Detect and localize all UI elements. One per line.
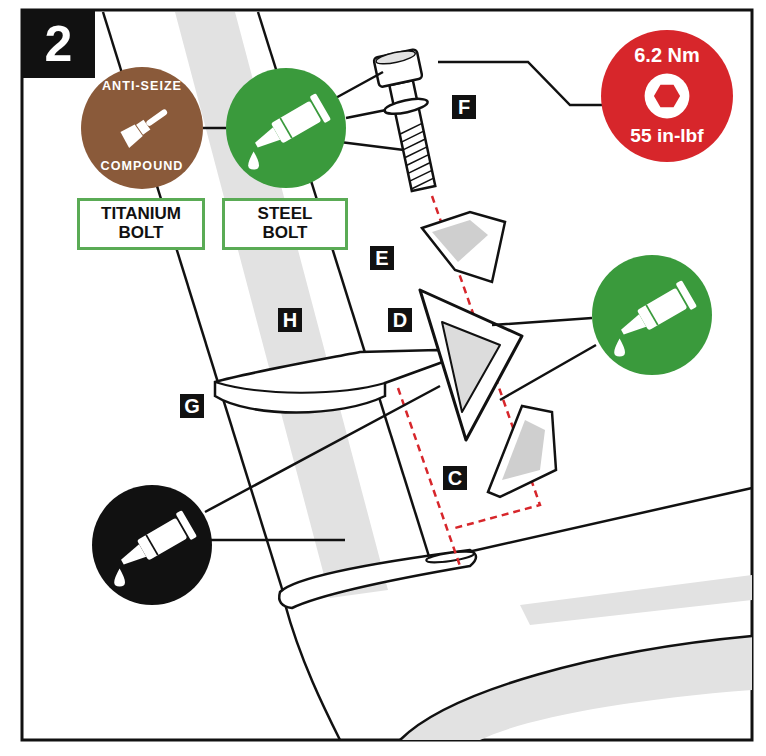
bolt: [373, 48, 445, 193]
node-text: 55 in-lbf: [630, 125, 703, 146]
assembly-line: [398, 196, 540, 566]
leader-line: [492, 318, 596, 400]
top-tube-edge: [468, 488, 752, 552]
circle-fill: [81, 67, 203, 189]
grease-circle: [92, 485, 212, 605]
part-letter: G: [180, 394, 204, 418]
bolt-type-box: STEEL BOLT: [222, 198, 348, 250]
chainstay-edge: [400, 636, 752, 740]
bolt-shaft: [389, 80, 435, 191]
part-letter: C: [443, 466, 467, 490]
node-text: 2: [45, 19, 73, 69]
seat-tube-collar: [279, 550, 476, 608]
node-text: 6.2 Nm: [634, 44, 700, 66]
leader-line: [205, 386, 440, 540]
glue-circle: [592, 255, 712, 375]
glue-icon: [248, 93, 331, 169]
part-letter: H: [278, 308, 302, 332]
node-text: TITANIUM BOLT: [88, 205, 194, 242]
bolt-thread: [399, 123, 435, 189]
wedge-bottom: [488, 406, 556, 497]
glue-icon: [614, 280, 697, 356]
node-text: ANTI-SEIZE: [102, 80, 182, 94]
circle-fill: [601, 30, 733, 162]
clamp-face: [215, 382, 385, 393]
part-letter: D: [388, 308, 412, 332]
wedge-middle-hole: [442, 322, 500, 412]
step-number-box: 2: [22, 10, 95, 78]
wedge-bottom-shade: [502, 420, 545, 480]
icon: [119, 103, 172, 148]
wedge-middle: [420, 290, 522, 440]
chainstay-shade: [400, 636, 752, 740]
top-tube-shade: [520, 575, 752, 625]
bolt-type-box: TITANIUM BOLT: [77, 198, 205, 250]
clamp-ring: [215, 350, 446, 413]
torque-circle: 6.2 Nm 55 in-lbf: [601, 30, 733, 162]
icon: [645, 74, 690, 119]
glue-icon: [114, 510, 197, 586]
part-letter: E: [370, 246, 394, 270]
anti-seize-circle: ANTI-SEIZE COMPOUND: [81, 67, 203, 189]
frame-border: [22, 10, 752, 740]
bolt-head: [373, 49, 422, 87]
leader-line: [203, 127, 226, 130]
node-text: COMPOUND: [101, 160, 184, 174]
collar-slot: [426, 550, 475, 565]
part-letter: F: [452, 95, 476, 119]
node-text: STEEL BOLT: [233, 205, 337, 242]
seat-tube-edge: [285, 604, 340, 740]
wedge-top: [422, 212, 505, 282]
bolt-socket: [375, 48, 416, 66]
wedge-top-shade: [432, 220, 488, 262]
bolt-washer: [383, 96, 429, 117]
steel-glue-circle: [226, 68, 346, 188]
